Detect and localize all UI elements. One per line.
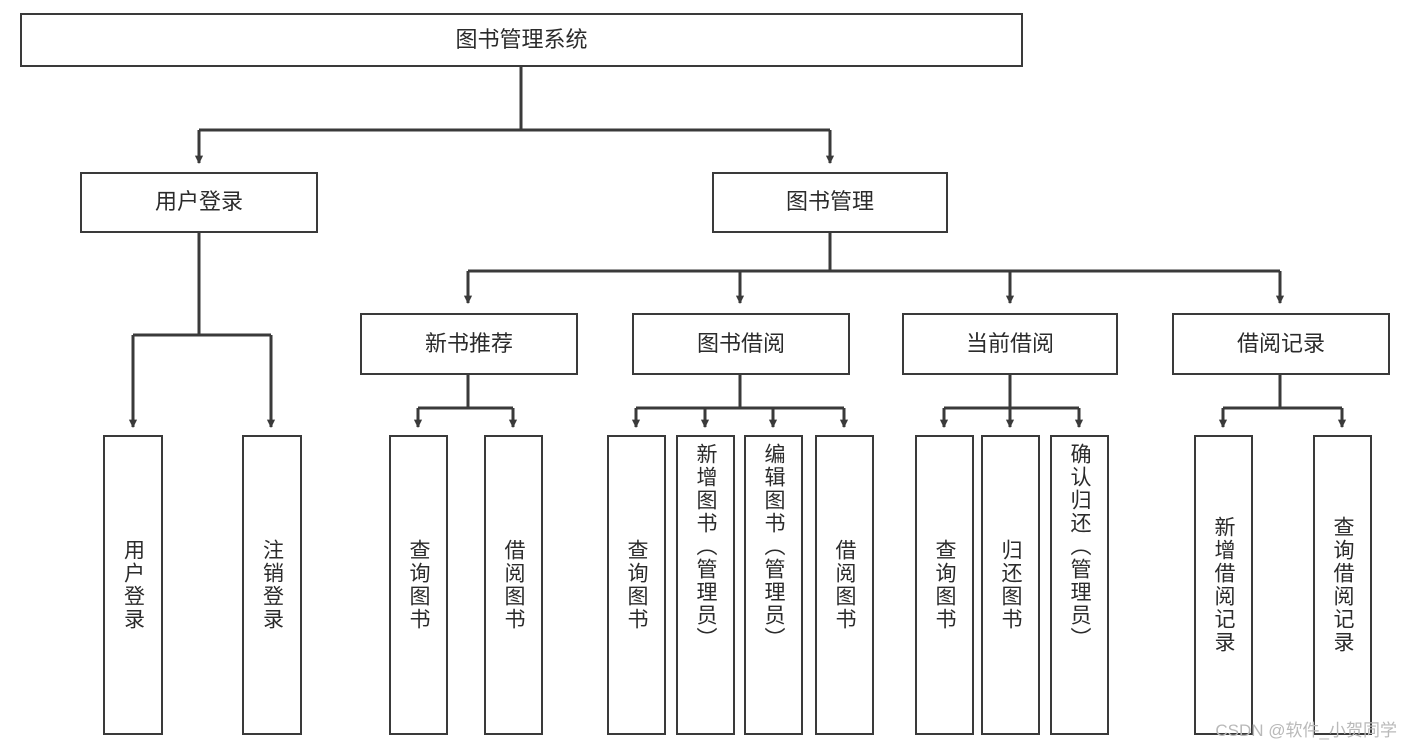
node-label: 查询图书 (933, 539, 956, 631)
leaf-book-borrow-edit-book-admin[interactable]: 编辑图书（管理员） (744, 435, 803, 735)
node-label: 确认归还（管理员） (1068, 443, 1091, 650)
node-root-book-management-system[interactable]: 图书管理系统 (20, 13, 1023, 67)
node-label: 图书管理 (785, 189, 874, 215)
watermark-text: CSDN @软件_小贺同学 (1215, 721, 1397, 740)
leaf-borrow-record-add-record[interactable]: 新增借阅记录 (1194, 435, 1253, 735)
node-label: 查询图书 (407, 539, 430, 631)
node-label: 新增图书（管理员） (694, 443, 717, 650)
node-new-book-recommend[interactable]: 新书推荐 (360, 313, 578, 375)
node-label: 借阅图书 (833, 539, 856, 631)
node-label: 用户登录 (121, 539, 145, 631)
node-label: 图书管理系统 (455, 26, 588, 52)
leaf-current-borrow-query-book[interactable]: 查询图书 (915, 435, 974, 735)
leaf-book-borrow-add-book-admin[interactable]: 新增图书（管理员） (676, 435, 735, 735)
node-label: 归还图书 (999, 539, 1022, 631)
node-label: 借阅图书 (502, 539, 525, 631)
leaf-user-login-signin[interactable]: 用户登录 (103, 435, 163, 735)
leaf-current-borrow-return-book[interactable]: 归还图书 (981, 435, 1040, 735)
node-label: 图书借阅 (696, 330, 785, 356)
node-book-borrow[interactable]: 图书借阅 (632, 313, 850, 375)
node-book-management[interactable]: 图书管理 (712, 172, 948, 233)
leaf-borrow-record-query-record[interactable]: 查询借阅记录 (1313, 435, 1372, 735)
leaf-new-book-query-book[interactable]: 查询图书 (389, 435, 448, 735)
node-label: 查询借阅记录 (1331, 516, 1354, 654)
leaf-book-borrow-query-book[interactable]: 查询图书 (607, 435, 666, 735)
node-label: 查询图书 (625, 539, 648, 631)
node-label: 新增借阅记录 (1212, 516, 1235, 654)
node-label: 注销登录 (260, 539, 284, 631)
node-label: 新书推荐 (424, 330, 513, 356)
node-borrow-record[interactable]: 借阅记录 (1172, 313, 1390, 375)
node-label: 当前借阅 (965, 330, 1054, 356)
leaf-user-login-signout[interactable]: 注销登录 (242, 435, 302, 735)
node-label: 用户登录 (154, 189, 243, 215)
leaf-book-borrow-borrow-book[interactable]: 借阅图书 (815, 435, 874, 735)
node-user-login[interactable]: 用户登录 (80, 172, 318, 233)
leaf-current-borrow-confirm-return-admin[interactable]: 确认归还（管理员） (1050, 435, 1109, 735)
node-label: 编辑图书（管理员） (762, 443, 785, 650)
leaf-new-book-borrow-book[interactable]: 借阅图书 (484, 435, 543, 735)
node-current-borrow[interactable]: 当前借阅 (902, 313, 1118, 375)
node-label: 借阅记录 (1236, 330, 1325, 356)
